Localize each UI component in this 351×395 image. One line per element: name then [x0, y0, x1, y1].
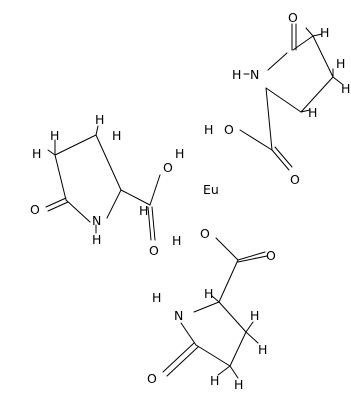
atom-label: O: [224, 122, 234, 137]
atom-label: H: [152, 290, 161, 305]
bond: [218, 301, 247, 333]
atom-label: H: [50, 128, 59, 143]
bond: [95, 134, 122, 191]
atom-label: H: [320, 25, 329, 40]
bond: [229, 331, 247, 367]
bond: [300, 76, 334, 113]
bond: [265, 87, 273, 151]
atom-label: N: [250, 67, 259, 82]
bond: [332, 76, 343, 85]
atom-label: N: [92, 213, 101, 228]
atom-label: H: [172, 233, 181, 248]
bond: [267, 52, 288, 71]
bond: [215, 237, 239, 261]
bond: [195, 344, 231, 367]
molecule-top-right: O N H H H H H H O O: [204, 10, 350, 187]
bond: [305, 27, 314, 37]
atom-label: H: [258, 342, 267, 357]
atom-label: H: [232, 67, 241, 82]
bond: [65, 199, 91, 223]
atom-label: O: [30, 202, 40, 217]
bond: [54, 154, 67, 201]
atom-label: H: [112, 128, 121, 143]
bond: [95, 125, 99, 136]
bond: [147, 206, 152, 241]
bond: [47, 149, 56, 156]
atom-label: H: [308, 105, 317, 120]
bond: [120, 189, 151, 206]
atom-label: H: [139, 203, 148, 218]
atom-label: O: [163, 160, 173, 175]
bond: [54, 134, 97, 156]
bond: [271, 149, 290, 171]
bond: [312, 35, 334, 78]
molecule-bottom: H O O N H H H H H H O: [147, 226, 276, 392]
bond: [151, 206, 156, 241]
bond: [149, 174, 161, 206]
atom-label: H: [336, 56, 345, 71]
atom-label: H: [175, 146, 184, 161]
bond: [265, 87, 302, 113]
bond: [47, 201, 69, 212]
bond: [193, 301, 220, 313]
atom-label: H: [204, 286, 213, 301]
atom-label: H: [234, 377, 243, 392]
atom-label: O: [288, 10, 298, 25]
bond: [106, 189, 122, 219]
bond: [312, 33, 323, 37]
bond: [166, 346, 199, 377]
bond: [229, 365, 239, 379]
atom-label: O: [290, 172, 300, 187]
atom-label: O: [147, 371, 157, 386]
bond: [217, 365, 231, 376]
atom-label: H: [250, 308, 259, 323]
atom-label: H: [341, 81, 350, 96]
bond: [180, 322, 197, 346]
atom-label: O: [149, 243, 159, 258]
metal-ion: Eu: [203, 182, 219, 197]
bond: [237, 255, 268, 263]
bond: [211, 295, 220, 303]
bond: [237, 251, 266, 261]
atom-label: H: [32, 146, 41, 161]
bond: [274, 146, 293, 168]
bond: [218, 259, 239, 303]
atom-label: H: [204, 122, 213, 137]
atom-label: H: [210, 373, 219, 388]
molecule-left: H H H H H O N H H O O: [30, 112, 184, 258]
atom-label: H: [95, 112, 104, 127]
bond: [239, 129, 273, 151]
atom-label: O: [200, 226, 210, 241]
bond: [245, 321, 254, 333]
bond: [245, 331, 259, 344]
bond: [162, 342, 195, 373]
bond: [45, 197, 67, 208]
bond: [300, 109, 311, 113]
atom-label: O: [266, 248, 276, 263]
atom-label: H: [92, 232, 101, 247]
atom-label: N: [174, 308, 183, 323]
